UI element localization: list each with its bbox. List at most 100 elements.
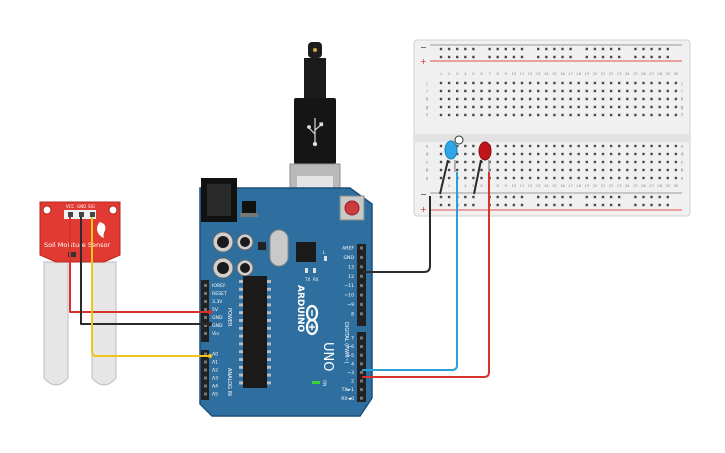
breadboard-hole[interactable]: [658, 113, 661, 117]
breadboard-hole[interactable]: [439, 168, 443, 172]
breadboard-rail-hole[interactable]: [650, 203, 653, 207]
breadboard-hole[interactable]: [537, 113, 540, 117]
breadboard-hole[interactable]: [561, 176, 564, 180]
breadboard-hole[interactable]: [626, 105, 629, 109]
breadboard-hole[interactable]: [650, 168, 653, 172]
breadboard-hole[interactable]: [537, 144, 540, 148]
breadboard-hole[interactable]: [545, 113, 548, 117]
breadboard-rail-hole[interactable]: [545, 55, 548, 59]
breadboard-hole[interactable]: [601, 105, 605, 109]
breadboard-hole[interactable]: [618, 168, 621, 172]
breadboard-hole[interactable]: [634, 152, 637, 156]
breadboard-hole[interactable]: [528, 144, 532, 148]
breadboard-hole[interactable]: [650, 176, 653, 180]
breadboard-hole[interactable]: [658, 168, 661, 172]
header-pin-hole[interactable]: [360, 302, 363, 306]
breadboard-hole[interactable]: [504, 144, 507, 148]
breadboard-hole[interactable]: [561, 89, 564, 93]
breadboard-hole[interactable]: [464, 97, 467, 101]
breadboard-hole[interactable]: [561, 160, 564, 164]
breadboard-hole[interactable]: [618, 152, 621, 156]
breadboard-hole[interactable]: [585, 160, 588, 164]
breadboard-hole[interactable]: [569, 168, 572, 172]
breadboard-hole[interactable]: [504, 81, 507, 85]
breadboard-rail-hole[interactable]: [569, 47, 572, 51]
breadboard-hole[interactable]: [472, 168, 475, 172]
breadboard-rail-hole[interactable]: [545, 203, 548, 207]
breadboard-hole[interactable]: [674, 89, 678, 93]
breadboard-hole[interactable]: [585, 81, 588, 85]
breadboard-hole[interactable]: [537, 89, 540, 93]
breadboard-hole[interactable]: [512, 81, 516, 85]
breadboard-hole[interactable]: [488, 81, 491, 85]
breadboard-hole[interactable]: [456, 89, 459, 93]
header-pin-hole[interactable]: [204, 324, 207, 327]
breadboard-hole[interactable]: [585, 105, 588, 109]
breadboard-hole[interactable]: [512, 97, 516, 101]
breadboard-rail-hole[interactable]: [642, 47, 645, 51]
breadboard-hole[interactable]: [626, 168, 629, 172]
wire-sensor-sig-to-a0[interactable]: [91, 217, 210, 357]
breadboard-hole[interactable]: [553, 105, 556, 109]
breadboard-hole[interactable]: [609, 152, 613, 156]
sensor-pin-vcc[interactable]: [68, 212, 73, 217]
breadboard-hole[interactable]: [520, 97, 524, 101]
breadboard-hole[interactable]: [545, 105, 548, 109]
breadboard-hole[interactable]: [569, 152, 572, 156]
breadboard-hole[interactable]: [593, 89, 597, 93]
breadboard-hole[interactable]: [658, 176, 661, 180]
breadboard-rail-hole[interactable]: [658, 203, 661, 207]
breadboard-rail-hole[interactable]: [496, 55, 499, 59]
breadboard-rail-hole[interactable]: [618, 203, 621, 207]
breadboard-hole[interactable]: [447, 168, 451, 172]
breadboard-hole[interactable]: [666, 89, 669, 93]
breadboard-hole[interactable]: [674, 144, 678, 148]
breadboard-rail-hole[interactable]: [464, 203, 467, 207]
breadboard-rail-hole[interactable]: [609, 55, 613, 59]
breadboard-rail-hole[interactable]: [553, 55, 556, 59]
breadboard-hole[interactable]: [626, 113, 629, 117]
breadboard-hole[interactable]: [618, 81, 621, 85]
breadboard-hole[interactable]: [561, 97, 564, 101]
breadboard[interactable]: − + − + 11223344556677889910101111121213…: [413, 39, 691, 217]
breadboard-hole[interactable]: [472, 176, 475, 180]
breadboard-hole[interactable]: [504, 89, 507, 93]
breadboard-rail-hole[interactable]: [650, 55, 653, 59]
breadboard-rail-hole[interactable]: [642, 203, 645, 207]
breadboard-hole[interactable]: [537, 176, 540, 180]
breadboard-hole[interactable]: [456, 168, 459, 172]
breadboard-hole[interactable]: [658, 152, 661, 156]
breadboard-hole[interactable]: [577, 113, 580, 117]
breadboard-hole[interactable]: [577, 89, 580, 93]
breadboard-hole[interactable]: [496, 89, 499, 93]
breadboard-hole[interactable]: [504, 176, 507, 180]
breadboard-hole[interactable]: [585, 113, 588, 117]
breadboard-hole[interactable]: [537, 105, 540, 109]
breadboard-rail-hole[interactable]: [512, 195, 516, 199]
breadboard-hole[interactable]: [512, 160, 516, 164]
wire-pin2-to-red-led[interactable]: [362, 172, 490, 378]
breadboard-rail-hole[interactable]: [609, 47, 613, 51]
breadboard-hole[interactable]: [577, 176, 580, 180]
breadboard-hole[interactable]: [618, 105, 621, 109]
breadboard-hole[interactable]: [488, 97, 491, 101]
breadboard-hole[interactable]: [456, 144, 459, 148]
wire-sensor-gnd-to-gnd[interactable]: [80, 217, 210, 325]
breadboard-rail-hole[interactable]: [618, 55, 621, 59]
breadboard-rail-hole[interactable]: [504, 195, 507, 199]
breadboard-hole[interactable]: [504, 113, 507, 117]
breadboard-hole[interactable]: [634, 160, 637, 164]
breadboard-rail-hole[interactable]: [512, 47, 516, 51]
breadboard-rail-hole[interactable]: [464, 55, 467, 59]
header-pin-hole[interactable]: [204, 292, 207, 295]
breadboard-rail-hole[interactable]: [666, 55, 669, 59]
breadboard-hole[interactable]: [650, 144, 653, 148]
breadboard-hole[interactable]: [577, 105, 580, 109]
breadboard-rail-hole[interactable]: [537, 47, 540, 51]
breadboard-hole[interactable]: [585, 97, 588, 101]
breadboard-rail-hole[interactable]: [569, 55, 572, 59]
breadboard-hole[interactable]: [585, 144, 588, 148]
breadboard-hole[interactable]: [464, 81, 467, 85]
header-pin-hole[interactable]: [204, 392, 207, 396]
breadboard-hole[interactable]: [666, 81, 669, 85]
